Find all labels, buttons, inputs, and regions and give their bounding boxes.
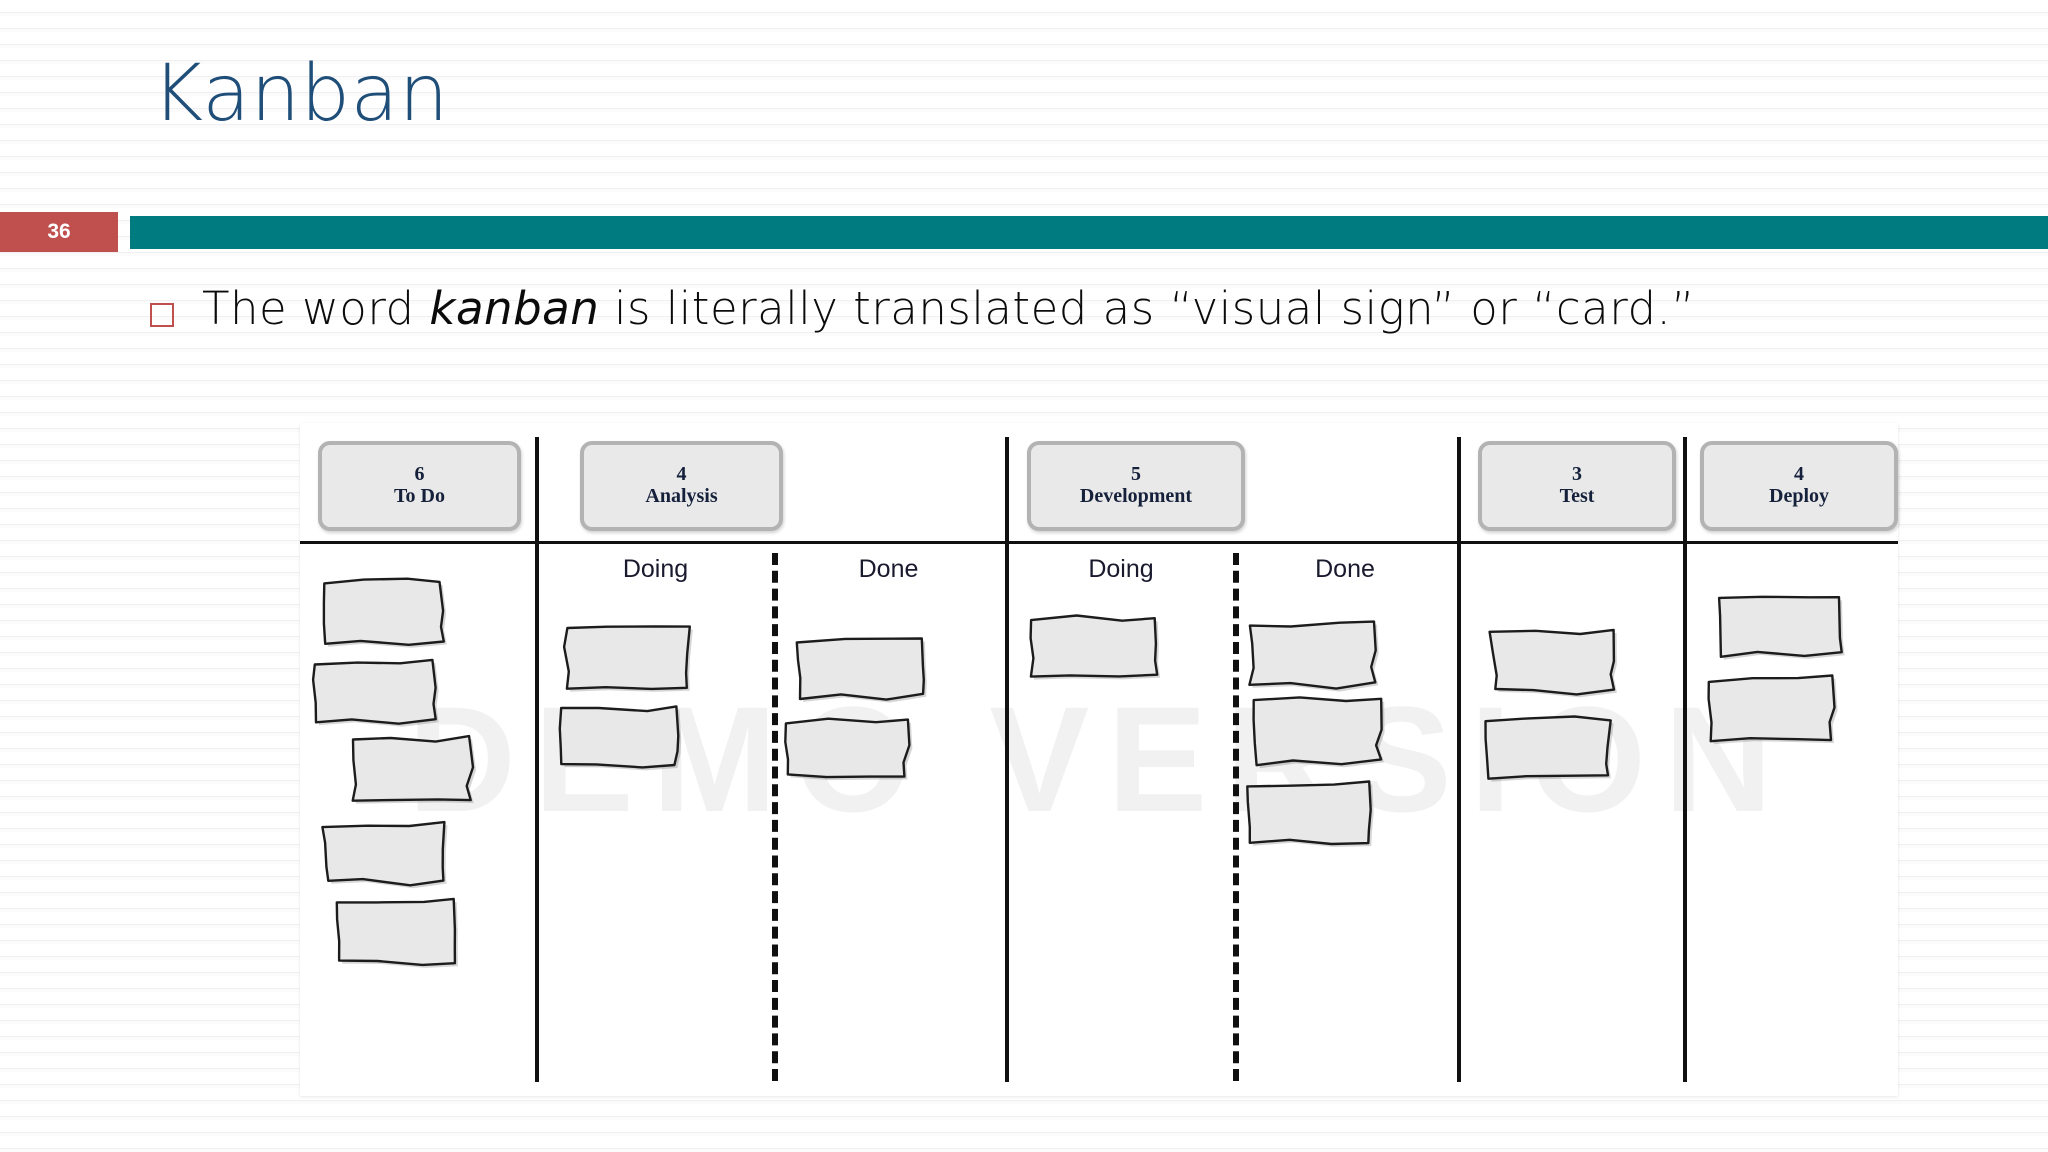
kanban-card[interactable] <box>348 734 476 807</box>
column-wip-count: 6 <box>414 463 425 485</box>
bullet-text-prefix: The word <box>202 282 430 335</box>
column-wip-count: 3 <box>1572 463 1582 485</box>
bullet-text-italic: kanban <box>429 282 600 335</box>
kanban-card[interactable] <box>557 705 683 771</box>
kanban-card[interactable] <box>562 625 694 693</box>
page-number-badge: 36 <box>0 212 118 252</box>
accent-rule <box>130 216 2048 249</box>
sub-column-label-analysis-done: Done <box>858 555 919 583</box>
kanban-card[interactable] <box>1029 614 1161 683</box>
sub-column-dashed-separator-development <box>1233 553 1239 1081</box>
kanban-card[interactable] <box>1245 780 1375 849</box>
kanban-card[interactable] <box>1488 628 1621 698</box>
square-outline-bullet-icon <box>150 303 174 327</box>
kanban-card[interactable] <box>1483 715 1615 783</box>
sub-column-label-development-done: Done <box>1315 555 1375 583</box>
kanban-card[interactable] <box>1251 696 1385 769</box>
bullet-text-suffix: is literally translated as “visual sign”… <box>599 282 1696 335</box>
column-separator-test <box>1683 437 1687 1082</box>
page-title: Kanban <box>152 49 449 139</box>
header-divider-line <box>300 541 1898 544</box>
kanban-card[interactable] <box>311 658 440 727</box>
column-wip-count: 5 <box>1131 463 1141 485</box>
bullet-text: The word kanban is literally translated … <box>202 283 1695 335</box>
sub-column-label-analysis-doing: Doing <box>622 555 689 583</box>
kanban-card[interactable] <box>1247 620 1379 692</box>
kanban-card[interactable] <box>320 577 448 649</box>
sub-column-label-development-doing: Doing <box>1088 555 1154 583</box>
kanban-card[interactable] <box>333 897 461 969</box>
column-name-label: To Do <box>394 485 445 507</box>
kanban-card[interactable] <box>1717 593 1847 661</box>
kanban-card[interactable] <box>795 635 930 703</box>
column-wip-count: 4 <box>676 463 687 485</box>
column-name-label: Analysis <box>645 485 718 507</box>
column-name-label: Deploy <box>1769 485 1829 507</box>
kanban-card[interactable] <box>784 717 913 783</box>
kanban-card[interactable] <box>321 820 450 889</box>
column-wip-count: 4 <box>1794 463 1804 485</box>
column-name-label: Test <box>1559 485 1595 507</box>
kanban-card[interactable] <box>1707 674 1839 745</box>
column-separator-analysis <box>1005 437 1009 1082</box>
column-name-label: Development <box>1079 485 1193 507</box>
column-separator-to-do <box>535 437 539 1082</box>
column-separator-development <box>1457 437 1461 1082</box>
bullet-row: The word kanban is literally translated … <box>150 283 1695 335</box>
sub-column-dashed-separator-analysis <box>772 553 778 1081</box>
